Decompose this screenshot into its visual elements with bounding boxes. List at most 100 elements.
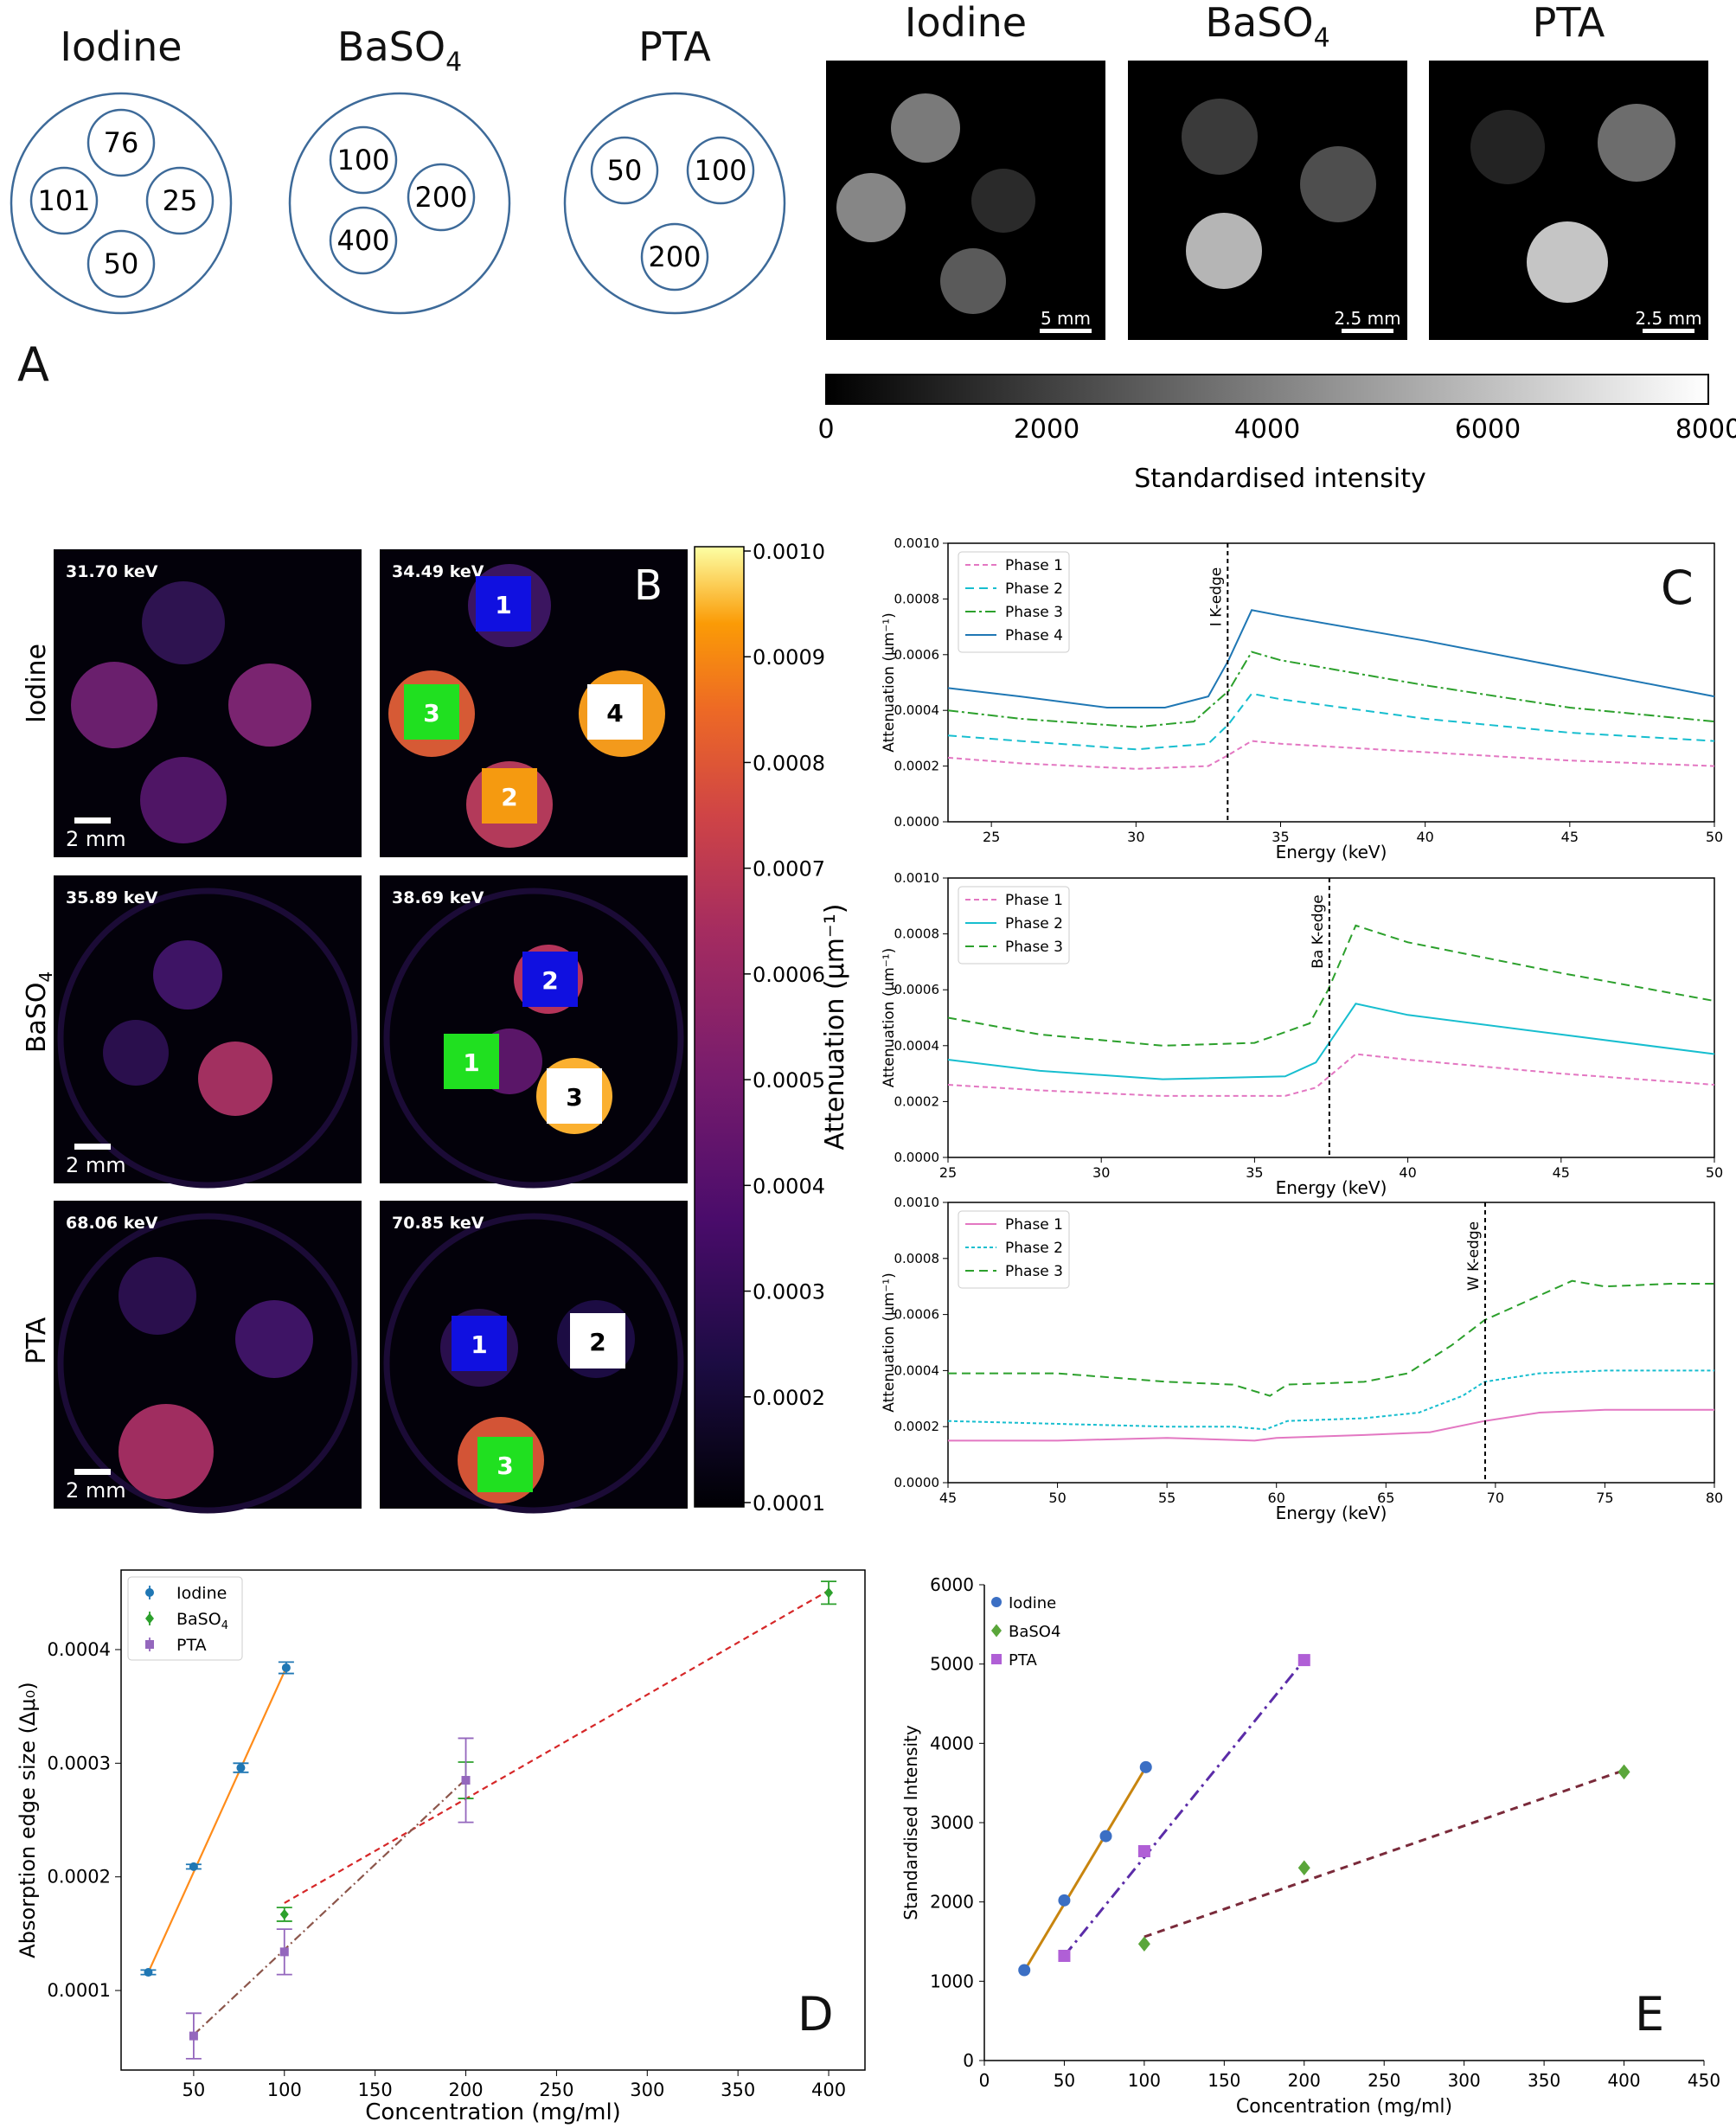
x-tick-label: 300: [1448, 2070, 1481, 2091]
plot-frame: [947, 542, 1715, 823]
data-point: [1297, 1860, 1310, 1875]
scale-bar: [74, 1144, 111, 1150]
y-tick-label: 0.0008: [894, 1251, 940, 1266]
legend-label: Phase 2: [1005, 580, 1063, 598]
legend-label: Phase 3: [1005, 604, 1063, 621]
data-point: [1137, 1845, 1150, 1857]
x-tick-label: 250: [539, 2080, 573, 2100]
phantom-title: PTA: [638, 23, 711, 70]
series-line: [947, 740, 1715, 770]
vial-label: 101: [37, 184, 90, 217]
x-tick-label: 350: [1528, 2070, 1560, 2091]
scale-bar-label: 2 mm: [66, 827, 126, 851]
x-tick-label: 400: [811, 2080, 846, 2100]
x-axis-label: Energy (keV): [1276, 1503, 1387, 1523]
vial-label: 100: [336, 144, 389, 176]
attenuation-tick-label: 0.0005: [753, 1068, 825, 1093]
attenuation-tick-label: 0.0003: [753, 1280, 825, 1304]
x-axis-label: Energy (keV): [1276, 842, 1387, 862]
vial-disk: [228, 663, 311, 747]
phase-marker-label: 1: [495, 591, 511, 619]
scale-bar: [74, 817, 111, 824]
energy-label: 35.89 keV: [66, 888, 158, 907]
panel-label-b: B: [634, 561, 663, 610]
data-point: [1058, 1950, 1071, 1962]
fit-line: [193, 1778, 467, 2036]
x-tick-label: 100: [1128, 2070, 1161, 2091]
phase-marker: [547, 1068, 602, 1124]
data-point: [281, 1663, 291, 1672]
row-label: Iodine: [22, 644, 52, 723]
ct-vial: [1300, 146, 1376, 222]
x-tick-label: 300: [630, 2080, 664, 2100]
x-tick-label: 200: [1288, 2070, 1321, 2091]
vial-label: 76: [104, 126, 139, 159]
y-tick-label: 5000: [930, 1654, 974, 1675]
vial-circle: [145, 166, 215, 235]
legend-marker: [991, 1597, 1002, 1607]
phase-marker-label: 1: [463, 1048, 479, 1077]
tube-ring: [57, 1213, 358, 1514]
vial-disk: [103, 1020, 169, 1086]
attenuation-colorbar-label: Attenuation (μm⁻¹): [820, 904, 850, 1151]
vial-disk: [142, 581, 225, 664]
phase-marker-label: 3: [496, 1452, 513, 1480]
series-line: [947, 692, 1715, 751]
phase-marker-label: 2: [541, 966, 558, 995]
series-line: [948, 1408, 1714, 1442]
y-tick-label: 0.0010: [894, 1195, 940, 1210]
ct-vial: [1598, 104, 1675, 182]
y-tick-label: 0.0004: [48, 1639, 111, 1660]
vial-circle: [86, 108, 156, 177]
scale-bar-label: 5 mm: [1041, 308, 1091, 329]
x-tick-label: 350: [721, 2080, 755, 2100]
y-tick-label: 0.0002: [894, 759, 940, 774]
panel-label-e: E: [1635, 1987, 1664, 2041]
phase-marker-label: 3: [423, 699, 439, 727]
attenuation-tick-label: 0.0002: [753, 1386, 825, 1410]
vial-disk: [153, 940, 222, 1010]
ct-vial: [1470, 110, 1545, 184]
ct-title: PTA: [1533, 0, 1605, 46]
x-tick-label: 400: [1607, 2070, 1640, 2091]
intensity-tick-label: 2000: [1014, 414, 1079, 445]
scale-bar: [1342, 329, 1393, 333]
x-axis-label: Concentration (mg/ml): [1236, 2096, 1452, 2118]
scale-bar-label: 2.5 mm: [1635, 308, 1701, 329]
legend-label: Phase 2: [1005, 1240, 1063, 1257]
k-edge-label: I K-edge: [1208, 567, 1225, 626]
legend-marker: [991, 1654, 1002, 1664]
data-point: [236, 1763, 246, 1772]
energy-label: 70.85 keV: [392, 1214, 484, 1233]
energy-label: 38.69 keV: [392, 888, 484, 907]
y-tick-label: 0.0008: [894, 591, 940, 606]
phantom-outline: [563, 92, 786, 315]
y-tick-label: 0.0008: [894, 926, 940, 942]
vial-circle: [86, 229, 156, 298]
x-tick-label: 65: [1377, 1490, 1394, 1506]
y-tick-label: 2000: [930, 1892, 974, 1913]
y-tick-label: 0.0004: [894, 702, 940, 718]
y-tick-label: 0.0002: [894, 1093, 940, 1109]
y-tick-label: 4000: [930, 1733, 974, 1753]
legend-label: Phase 3: [1005, 939, 1063, 956]
x-tick-label: 200: [448, 2080, 483, 2100]
fit-line: [284, 1589, 830, 1904]
legend-label: Iodine: [1009, 1594, 1056, 1612]
phase-marker-label: 3: [566, 1083, 582, 1112]
plot-frame: [947, 1202, 1715, 1484]
legend-label: BaSO4: [1009, 1623, 1060, 1641]
x-tick-label: 25: [939, 1164, 957, 1181]
tube-ring: [383, 888, 684, 1189]
x-tick-label: 50: [1048, 1490, 1066, 1506]
ct-vial: [971, 169, 1035, 233]
x-tick-label: 50: [1706, 829, 1723, 845]
y-tick-label: 0.0002: [48, 1867, 111, 1888]
attenuation-tick-label: 0.0009: [753, 645, 825, 670]
vial-disk: [140, 757, 227, 843]
